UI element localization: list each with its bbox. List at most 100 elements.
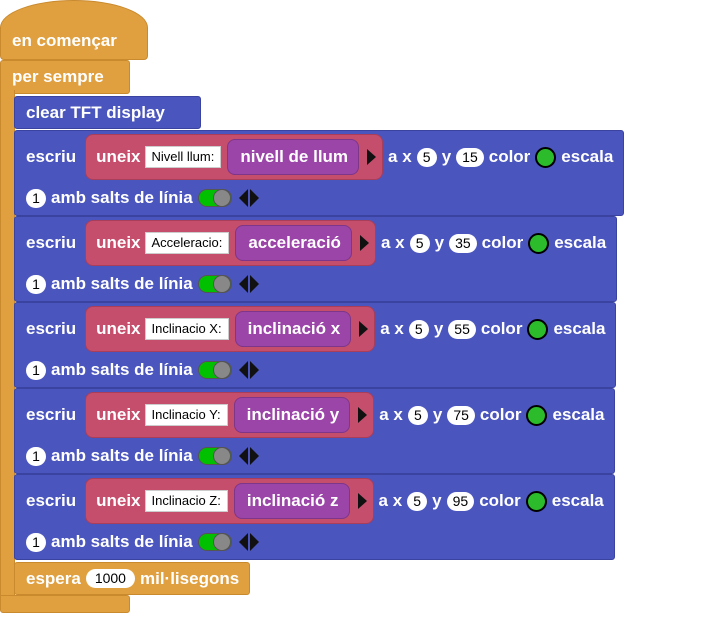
arrow-right-icon[interactable] bbox=[249, 447, 259, 465]
write-tft-block[interactable]: escriu uneix Inclinacio Y: inclinació y … bbox=[14, 388, 616, 474]
wait-label: espera bbox=[26, 568, 81, 588]
arrow-left-icon[interactable] bbox=[238, 447, 248, 465]
arrow-left-icon[interactable] bbox=[238, 533, 248, 551]
sensor-reporter[interactable]: inclinació y bbox=[233, 397, 351, 433]
write-tft-block[interactable]: escriu uneix Nivell llum: nivell de llum… bbox=[14, 130, 625, 216]
join-block[interactable]: uneix Inclinacio Y: inclinació y bbox=[85, 392, 375, 438]
forever-block[interactable]: per sempre bbox=[0, 60, 130, 94]
scale-input[interactable]: 1 bbox=[26, 274, 46, 294]
x-input[interactable]: 5 bbox=[407, 405, 428, 425]
forever-bottom bbox=[0, 595, 130, 613]
scale-label: escala bbox=[551, 491, 604, 510]
reporter-label: inclinació x bbox=[247, 319, 341, 338]
color-swatch[interactable] bbox=[535, 146, 557, 168]
write-label: escriu bbox=[26, 491, 77, 510]
y-input[interactable]: 15 bbox=[456, 147, 484, 167]
write-label: escriu bbox=[26, 405, 77, 424]
sensor-reporter[interactable]: inclinació z bbox=[233, 483, 350, 519]
sensor-reporter[interactable]: inclinació x bbox=[234, 311, 352, 347]
color-swatch[interactable] bbox=[526, 404, 548, 426]
arrow-left-icon[interactable] bbox=[238, 361, 248, 379]
write-label: escriu bbox=[26, 319, 77, 338]
newline-toggle[interactable] bbox=[197, 189, 232, 207]
scale-input[interactable]: 1 bbox=[26, 532, 46, 552]
color-label: color bbox=[480, 319, 523, 338]
newline-toggle[interactable] bbox=[197, 361, 232, 379]
newline-label: amb salts de línia bbox=[51, 274, 193, 293]
x-input[interactable]: 5 bbox=[416, 147, 437, 167]
y-input[interactable]: 35 bbox=[449, 233, 477, 253]
y-input[interactable]: 55 bbox=[448, 319, 476, 339]
clear-tft-label: clear TFT display bbox=[26, 103, 165, 122]
text-input[interactable]: Inclinacio X: bbox=[144, 318, 229, 340]
sensor-reporter[interactable]: nivell de llum bbox=[227, 139, 360, 175]
join-block[interactable]: uneix Inclinacio Z: inclinació z bbox=[85, 478, 374, 524]
join-block[interactable]: uneix Acceleracio: acceleració bbox=[85, 220, 376, 266]
write-label: escriu bbox=[26, 233, 77, 252]
newline-label: amb salts de línia bbox=[51, 360, 193, 379]
newline-label: amb salts de línia bbox=[51, 188, 193, 207]
expand-arrow-icon[interactable] bbox=[358, 407, 368, 423]
scale-input[interactable]: 1 bbox=[26, 446, 46, 466]
scale-label: escala bbox=[552, 405, 605, 424]
write-label: escriu bbox=[26, 147, 77, 166]
color-label: color bbox=[488, 147, 531, 166]
arrow-right-icon[interactable] bbox=[249, 533, 259, 551]
arrow-left-icon[interactable] bbox=[238, 275, 248, 293]
reporter-label: nivell de llum bbox=[240, 147, 349, 166]
x-input[interactable]: 5 bbox=[409, 233, 430, 253]
arrow-right-icon[interactable] bbox=[249, 189, 259, 207]
scale-label: escala bbox=[561, 147, 614, 166]
newline-toggle[interactable] bbox=[197, 275, 232, 293]
color-swatch[interactable] bbox=[525, 490, 547, 512]
y-input[interactable]: 75 bbox=[447, 405, 475, 425]
scale-label: escala bbox=[553, 319, 606, 338]
arrow-right-icon[interactable] bbox=[249, 275, 259, 293]
newline-toggle[interactable] bbox=[197, 533, 232, 551]
sensor-reporter[interactable]: acceleració bbox=[235, 225, 352, 261]
color-swatch[interactable] bbox=[527, 318, 549, 340]
color-swatch[interactable] bbox=[528, 232, 550, 254]
wait-block[interactable]: espera 1000 mil·lisegons bbox=[14, 562, 251, 595]
forever-arm bbox=[0, 90, 15, 600]
color-label: color bbox=[481, 233, 524, 252]
y-input[interactable]: 95 bbox=[446, 491, 475, 511]
arrow-right-icon[interactable] bbox=[249, 361, 259, 379]
ax-label: a x bbox=[380, 319, 404, 338]
reporter-label: inclinació z bbox=[246, 491, 339, 510]
ax-label: a x bbox=[380, 233, 405, 252]
arrow-left-icon[interactable] bbox=[238, 189, 248, 207]
scale-input[interactable]: 1 bbox=[26, 360, 46, 380]
join-block[interactable]: uneix Nivell llum: nivell de llum bbox=[85, 134, 384, 180]
x-input[interactable]: 5 bbox=[408, 319, 429, 339]
color-label: color bbox=[479, 491, 521, 510]
join-label: uneix bbox=[96, 491, 141, 510]
newline-label: amb salts de línia bbox=[51, 532, 193, 551]
ax-label: a x bbox=[388, 147, 412, 166]
write-tft-block[interactable]: escriu uneix Acceleracio: acceleració a … bbox=[14, 216, 618, 302]
join-block[interactable]: uneix Inclinacio X: inclinació x bbox=[85, 306, 376, 352]
ax-label: a x bbox=[379, 405, 403, 424]
text-input[interactable]: Inclinacio Z: bbox=[144, 490, 228, 512]
on-start-block[interactable]: en començar bbox=[0, 0, 148, 60]
scale-input[interactable]: 1 bbox=[26, 188, 46, 208]
wait-unit: mil·lisegons bbox=[139, 568, 240, 588]
text-input[interactable]: Acceleracio: bbox=[144, 232, 230, 254]
text-input[interactable]: Inclinacio Y: bbox=[144, 404, 228, 426]
reporter-label: inclinació y bbox=[246, 405, 340, 424]
text-input[interactable]: Nivell llum: bbox=[144, 146, 222, 168]
expand-arrow-icon[interactable] bbox=[367, 149, 377, 165]
reporter-label: acceleració bbox=[248, 233, 341, 252]
y-label: y bbox=[441, 147, 452, 166]
wait-value-input[interactable]: 1000 bbox=[85, 569, 135, 588]
write-tft-block[interactable]: escriu uneix Inclinacio Z: inclinació z … bbox=[14, 474, 615, 560]
y-label: y bbox=[432, 491, 442, 510]
clear-tft-block[interactable]: clear TFT display bbox=[14, 96, 201, 129]
x-input[interactable]: 5 bbox=[407, 491, 428, 511]
expand-arrow-icon[interactable] bbox=[357, 493, 367, 509]
expand-arrow-icon[interactable] bbox=[359, 235, 369, 251]
write-tft-block[interactable]: escriu uneix Inclinacio X: inclinació x … bbox=[14, 302, 617, 388]
join-label: uneix bbox=[96, 405, 141, 424]
expand-arrow-icon[interactable] bbox=[359, 321, 369, 337]
newline-toggle[interactable] bbox=[197, 447, 232, 465]
